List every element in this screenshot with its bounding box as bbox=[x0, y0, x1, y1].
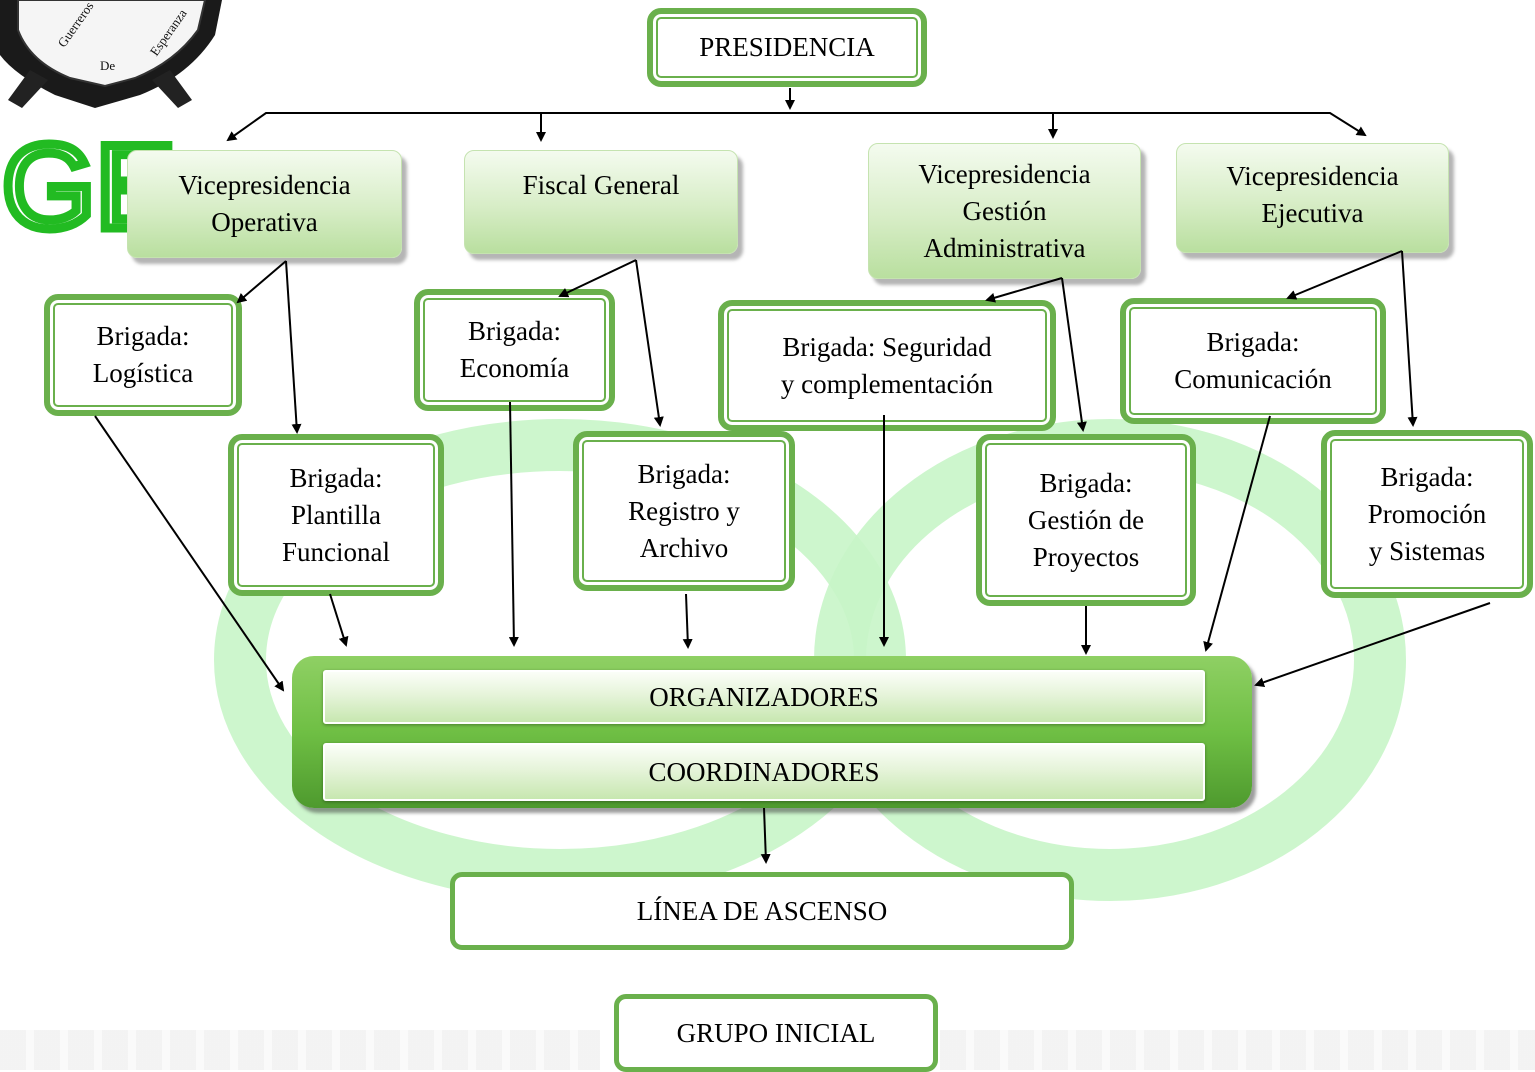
brigada-seguridad-label: Brigada: Seguridad y complementación bbox=[780, 331, 994, 399]
footer-blur-left bbox=[0, 1030, 600, 1070]
grupo-inicial-box: GRUPO INICIAL bbox=[614, 994, 938, 1072]
brigada-logistica-box: Brigada: Logística bbox=[44, 294, 242, 416]
organizadores-label: ORGANIZADORES bbox=[649, 681, 879, 712]
logo-text-de: De bbox=[100, 58, 115, 73]
coordinadores-label: COORDINADORES bbox=[648, 756, 880, 787]
vp-gestion-admin-label: Vicepresidencia Gestión Administrativa bbox=[918, 158, 1091, 263]
shield-logo: Guerreros De Esperanza bbox=[0, 0, 222, 108]
brigada-proyectos-box: Brigada: Gestión de Proyectos bbox=[976, 434, 1196, 606]
vp-operativa-label: Vicepresidencia Operativa bbox=[178, 170, 351, 237]
vp-operativa-box: Vicepresidencia Operativa bbox=[127, 150, 402, 258]
brigada-registro-label: Brigada: Registro y Archivo bbox=[628, 458, 740, 563]
organizadores-bar: ORGANIZADORES bbox=[323, 670, 1205, 724]
brigada-seguridad-box: Brigada: Seguridad y complementación bbox=[718, 300, 1056, 431]
brigada-economia-box: Brigada: Economía bbox=[414, 289, 615, 411]
brigada-plantilla-label: Brigada: Plantilla Funcional bbox=[282, 462, 390, 567]
brigada-proyectos-label: Brigada: Gestión de Proyectos bbox=[1027, 467, 1145, 572]
presidencia-box: PRESIDENCIA bbox=[647, 8, 927, 87]
linea-ascenso-label: LÍNEA DE ASCENSO bbox=[636, 895, 888, 926]
brigada-logistica-label: Brigada: Logística bbox=[92, 321, 194, 388]
brigada-plantilla-box: Brigada: Plantilla Funcional bbox=[228, 434, 444, 596]
brigada-promocion-label: Brigada: Promoción y Sistemas bbox=[1367, 461, 1487, 566]
linea-ascenso-box: LÍNEA DE ASCENSO bbox=[450, 872, 1074, 950]
brigada-promocion-box: Brigada: Promoción y Sistemas bbox=[1321, 430, 1533, 598]
grupo-inicial-label: GRUPO INICIAL bbox=[676, 1017, 876, 1048]
fiscal-general-box: Fiscal General bbox=[464, 150, 738, 254]
vp-gestion-admin-box: Vicepresidencia Gestión Administrativa bbox=[868, 143, 1141, 279]
vp-ejecutiva-label: Vicepresidencia Ejecutiva bbox=[1226, 161, 1399, 228]
brigada-registro-box: Brigada: Registro y Archivo bbox=[573, 431, 795, 591]
coordinadores-bar: COORDINADORES bbox=[323, 743, 1205, 801]
footer-blur-right bbox=[940, 1030, 1535, 1070]
brigada-comunicacion-box: Brigada: Comunicación bbox=[1120, 298, 1386, 424]
brigada-comunicacion-label: Brigada: Comunicación bbox=[1174, 327, 1332, 394]
presidencia-label: PRESIDENCIA bbox=[699, 32, 875, 62]
fiscal-general-label: Fiscal General bbox=[522, 170, 680, 200]
brigada-economia-label: Brigada: Economía bbox=[459, 316, 570, 383]
vp-ejecutiva-box: Vicepresidencia Ejecutiva bbox=[1176, 143, 1449, 253]
